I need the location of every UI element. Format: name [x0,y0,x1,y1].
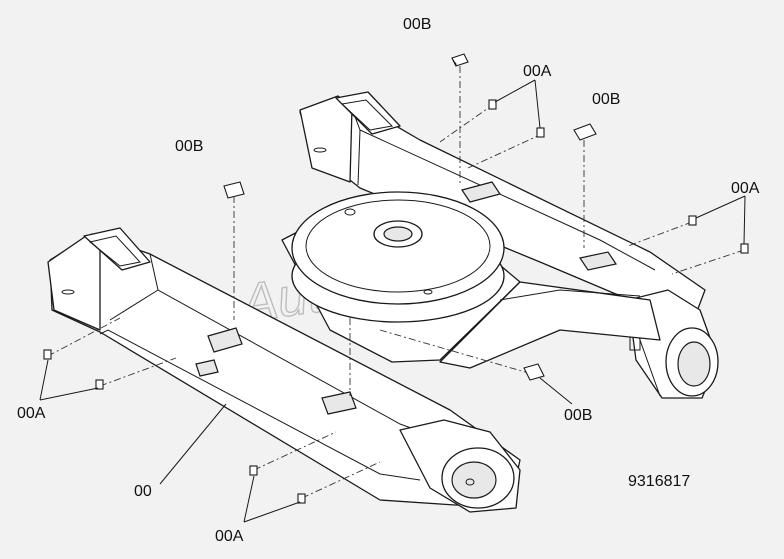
pad-b-top [451,53,469,67]
front-track-beam [47,227,521,513]
rear-track-beam [299,91,719,399]
label-frame: 00 [134,483,152,500]
assembly-lines [47,66,745,499]
pad-b-bottom [523,363,545,381]
label-pad-b-left: 00B [175,138,203,155]
label-pad-b-top: 00B [403,16,431,33]
pad-b-right [573,123,597,141]
label-pad-a-bottom: 00A [215,528,244,545]
pad-b-left [223,181,245,199]
leader-lines [39,79,746,523]
label-pad-a-left: 00A [17,405,46,422]
swing-bearing-mount [291,191,505,323]
label-pad-b-right: 00B [592,91,620,108]
pads-a [43,99,749,504]
label-pad-b-bottom: 00B [564,407,592,424]
label-pad-a-right: 00A [731,180,760,197]
drawing-number: 9316817 [628,473,690,490]
label-pad-a-top: 00A [523,63,552,80]
